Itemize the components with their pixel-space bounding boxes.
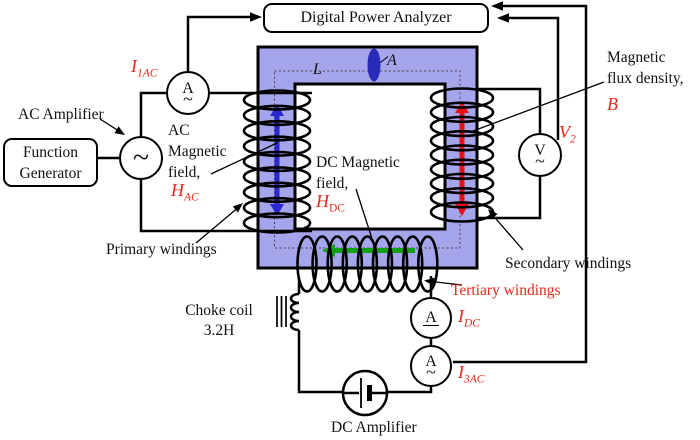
- wire-secondary-to-voltmeter-top: [478, 87, 542, 134]
- dc-field-pointer: [355, 188, 375, 246]
- label-i1ac: I1AC: [131, 56, 158, 80]
- primary-windings-label: Primary windings: [106, 241, 217, 258]
- ac-tilde-icon: ~: [535, 151, 545, 171]
- tertiary-windings-label: Tertiary windings: [451, 282, 561, 299]
- digital-power-analyzer-box: Digital Power Analyzer: [263, 3, 489, 33]
- analyzer-right-mid-arrowhead: [497, 13, 509, 23]
- label-hac: HAC: [171, 180, 199, 204]
- choke-core-bars: [276, 296, 287, 327]
- voltmeter-glyph: V: [534, 142, 546, 159]
- dc-ammeter-glyph: A: [423, 308, 439, 326]
- flux-density-caption: Magnetic flux density,: [607, 49, 684, 87]
- wire-primary-return: [139, 180, 312, 233]
- ac-tilde-icon: ~: [183, 89, 193, 109]
- battery-icon: [343, 378, 387, 408]
- cross-section-area-ellipse: [367, 48, 381, 82]
- primary-windings-pointer: [195, 205, 241, 244]
- ac-field-pointer: [210, 142, 278, 175]
- label-idc: IDC: [458, 306, 480, 330]
- flux-density-pointer: [472, 81, 605, 132]
- ac-amplifier-arrowhead: [114, 126, 125, 135]
- ac-tilde-icon: ~: [426, 362, 436, 382]
- secondary-windings-pointer: [489, 211, 524, 251]
- label-b: B: [607, 94, 618, 114]
- primary-windings-arrowhead: [232, 203, 243, 213]
- ammeter-glyph: A: [182, 80, 194, 97]
- function-generator-box: Function Generator: [3, 138, 98, 187]
- analyzer-right-top-arrowhead: [491, 1, 503, 11]
- secondary-winding-coil: [429, 87, 495, 223]
- area-label: A: [387, 52, 397, 69]
- analyzer-left-arrowhead: [250, 12, 262, 22]
- wire-ac-amp-to-ammeter: [139, 91, 167, 136]
- ac-amplifier-source-symbol: ~: [119, 136, 163, 180]
- area-pointer-line: [380, 56, 389, 63]
- circuit-wires: [98, 4, 588, 394]
- choke-coil-label: Choke coil 3.2H: [185, 302, 253, 339]
- ammeter-glyph: A: [425, 353, 437, 370]
- tertiary-windings-arrowhead: [424, 277, 435, 286]
- primary-winding-coil: [242, 89, 312, 234]
- secondary-windings-label: Secondary windings: [505, 255, 632, 272]
- dc-amplifier-label: DC Amplifier: [331, 419, 417, 436]
- tertiary-winding-coil: [296, 235, 439, 293]
- function-generator-label: Function Generator: [19, 143, 82, 182]
- wire-v2-to-analyzer: [505, 16, 560, 140]
- label-hdc: HDC: [316, 191, 345, 215]
- secondary-windings-arrowhead: [488, 209, 498, 220]
- wire-i1ac-to-analyzer: [186, 15, 253, 71]
- ac-field-caption: AC Magnetic field,: [168, 122, 227, 181]
- ac-amplifier-label: AC Amplifier: [18, 106, 104, 123]
- wire-voltmeter-bottom: [478, 176, 542, 220]
- core-window: [293, 82, 447, 231]
- label-v2: V2: [559, 122, 576, 146]
- ammeter-i1ac: A ~: [166, 71, 210, 115]
- voltmeter-v2: V ~: [518, 133, 562, 177]
- pointer-lines: [99, 81, 605, 286]
- choke-coil-bumps: [289, 292, 300, 332]
- dc-field-caption: DC Magnetic field,: [316, 154, 400, 192]
- ammeter-idc: A: [410, 297, 452, 339]
- wire-i3ac-to-analyzer: [453, 4, 588, 364]
- ammeter-i3ac: A ~: [410, 345, 452, 387]
- ac-field-arrow: [270, 104, 284, 216]
- digital-power-analyzer-label: Digital Power Analyzer: [300, 9, 452, 26]
- label-i3ac: I3AC: [458, 362, 485, 386]
- path-length-label: L: [313, 61, 322, 78]
- dc-field-arrow: [322, 244, 415, 257]
- sine-source-icon: ~: [132, 141, 150, 174]
